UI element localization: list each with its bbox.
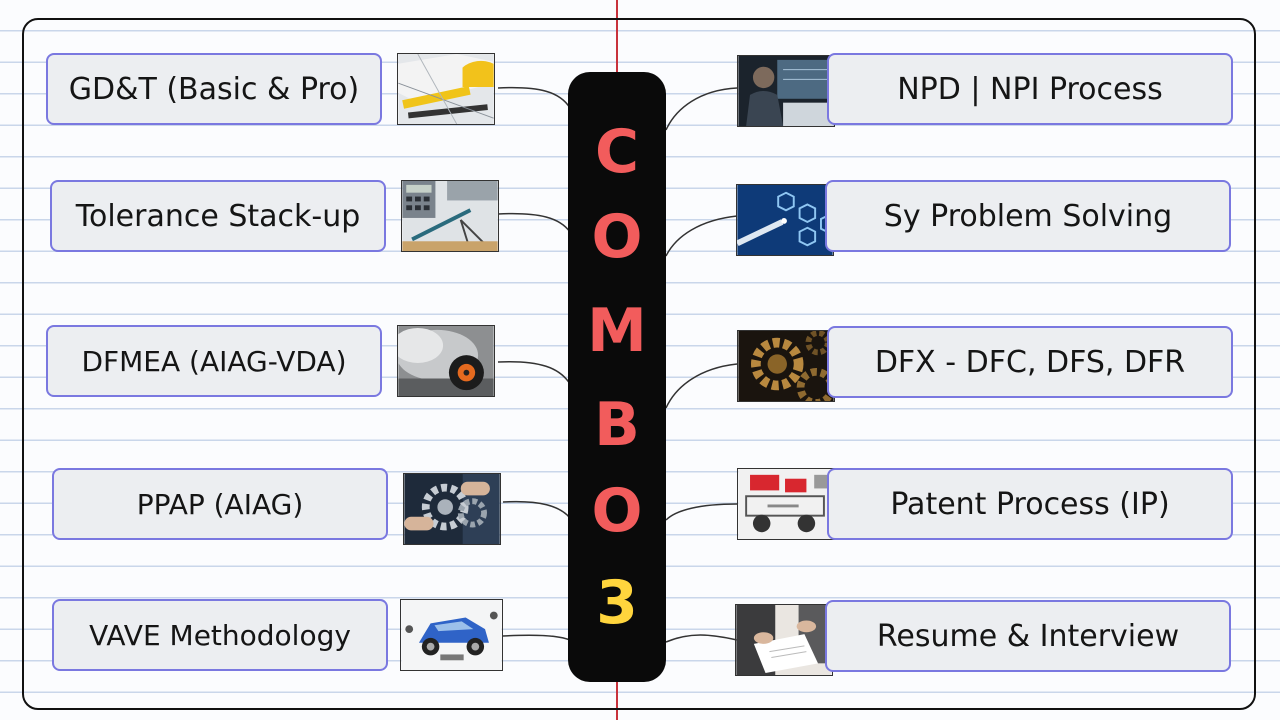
drafting-tools-image: [397, 53, 495, 125]
topic-ppap-box[interactable]: PPAP (AIAG): [52, 468, 388, 540]
topic-label: DFX - DFC, DFS, DFR: [874, 344, 1186, 380]
hexagon-network-image: [736, 184, 834, 256]
topic-label: NPD | NPI Process: [897, 71, 1163, 107]
connector-left-3: [497, 360, 571, 385]
connector-right-2: [665, 215, 738, 257]
connector-left-4: [502, 500, 571, 519]
topic-label: VAVE Methodology: [89, 618, 351, 652]
topic-label: PPAP (AIAG): [136, 487, 304, 521]
connector-left-5: [502, 634, 571, 641]
topic-label: Resume & Interview: [876, 618, 1180, 654]
topic-gdt-box[interactable]: GD&T (Basic & Pro): [46, 53, 382, 125]
combo-title-pill: C O M B O 3: [568, 72, 666, 682]
topic-dfmea-box[interactable]: DFMEA (AIAG-VDA): [46, 325, 382, 397]
topic-label: DFMEA (AIAG-VDA): [81, 344, 347, 378]
combo-number-3: 3: [596, 568, 638, 638]
topic-dfx-box[interactable]: DFX - DFC, DFS, DFR: [827, 326, 1233, 398]
smoking-wheel-image: [397, 325, 495, 397]
connector-left-1: [497, 86, 571, 109]
car-exploded-image: [400, 599, 503, 671]
engineer-screen-image: [737, 55, 835, 127]
interview-handshake-image: [735, 604, 833, 676]
calculator-compass-image: [401, 180, 499, 252]
topic-resume-box[interactable]: Resume & Interview: [825, 600, 1231, 672]
topic-vave-box[interactable]: VAVE Methodology: [52, 599, 388, 671]
combo-letter-o-2: O: [591, 476, 643, 546]
connector-right-4: [665, 503, 738, 521]
topic-npd-box[interactable]: NPD | NPI Process: [827, 53, 1233, 125]
brass-gears-image: [737, 330, 835, 402]
topic-tolerance-box[interactable]: Tolerance Stack-up: [50, 180, 386, 252]
topic-patent-box[interactable]: Patent Process (IP): [827, 468, 1233, 540]
topic-problem-solving-box[interactable]: Sy Problem Solving: [825, 180, 1231, 252]
connector-right-3: [665, 363, 738, 409]
combo-letter-o: O: [591, 202, 643, 272]
topic-label: GD&T (Basic & Pro): [68, 71, 360, 107]
combo-letter-b: B: [594, 390, 640, 460]
machine-assembly-image: [737, 468, 835, 540]
content-frame: [22, 18, 1256, 710]
topic-label: Tolerance Stack-up: [75, 198, 361, 234]
gears-hands-image: [403, 473, 501, 545]
connector-right-5: [665, 634, 738, 643]
connector-left-2: [497, 212, 571, 233]
connector-right-1: [665, 87, 738, 131]
topic-label: Sy Problem Solving: [883, 198, 1173, 234]
combo-letter-m: M: [587, 296, 647, 366]
topic-label: Patent Process (IP): [890, 486, 1170, 522]
combo-letter-c: C: [594, 117, 640, 187]
